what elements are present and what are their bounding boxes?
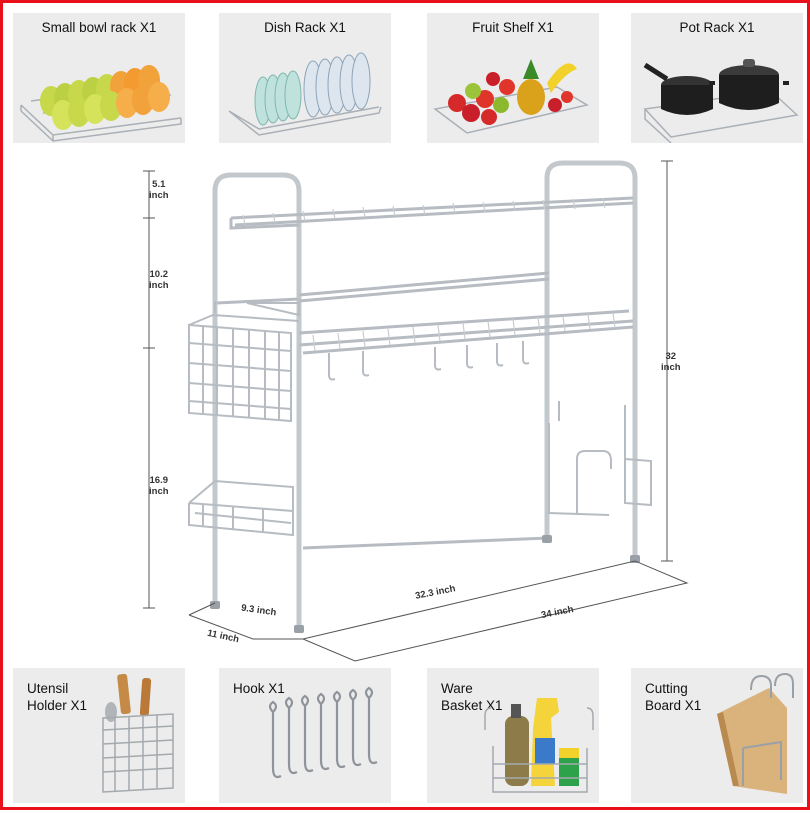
panel-pot-rack: Pot Rack X1 — [631, 13, 803, 143]
pot-rack-icon — [643, 59, 799, 143]
dim-value: 5.1 — [152, 179, 166, 190]
label-line-2: Board X1 — [645, 698, 702, 713]
panel-fruit-shelf: Fruit Shelf X1 — [427, 13, 599, 143]
dim-middle-spacing: 10.2 inch — [149, 269, 169, 291]
label-line-1: Cutting — [645, 681, 688, 696]
panel-label: Small bowl rack X1 — [41, 20, 157, 35]
dim-value: 16.9 — [149, 475, 169, 486]
right-frame — [544, 160, 638, 561]
panel-label: Fruit Shelf X1 — [472, 20, 554, 35]
cutting-board-icon — [717, 672, 794, 794]
dim-unit: inch — [149, 486, 169, 497]
panel-cutting-board: Cutting Board X1 — [631, 668, 803, 803]
dim-value: 32 — [665, 351, 677, 362]
label-line-2: Holder X1 — [27, 698, 88, 713]
dim-unit: inch — [149, 280, 169, 291]
bowl-rack-icon — [20, 65, 182, 142]
panel-ware-basket: Ware Basket X1 — [427, 668, 599, 803]
panel-utensil-holder: Utensil Holder X1 — [13, 668, 185, 803]
dim-unit: inch — [661, 362, 681, 373]
hook-icon — [268, 686, 378, 779]
dim-unit: inch — [149, 190, 169, 201]
panel-dish-rack: Dish Rack X1 — [219, 13, 391, 143]
utensil-holder-icon — [102, 673, 174, 793]
dim-bottom-spacing: 16.9 inch — [149, 475, 169, 497]
label-line-1: Utensil — [27, 681, 69, 696]
panel-label: Pot Rack X1 — [679, 20, 755, 35]
dish-rack-icon — [228, 52, 382, 136]
panel-hook: Hook X1 — [219, 668, 391, 803]
panel-small-bowl-rack: Small bowl rack X1 — [13, 13, 185, 143]
dish-rack-diagram — [143, 160, 689, 662]
panel-label: Cutting Board X1 — [645, 680, 701, 714]
fruit-shelf-icon — [433, 59, 589, 134]
label-line-1: Hook X1 — [233, 681, 285, 696]
panel-label: Dish Rack X1 — [264, 20, 346, 35]
dim-total-height: 32 inch — [661, 351, 681, 373]
ware-basket-icon — [484, 698, 594, 793]
left-frame — [212, 172, 302, 631]
label-line-1: Ware — [441, 681, 473, 696]
panel-label: Utensil Holder X1 — [27, 680, 87, 714]
panel-label: Hook X1 — [233, 680, 285, 697]
dim-top-spacing: 5.1 inch — [149, 179, 169, 201]
dim-value: 10.2 — [149, 269, 169, 280]
